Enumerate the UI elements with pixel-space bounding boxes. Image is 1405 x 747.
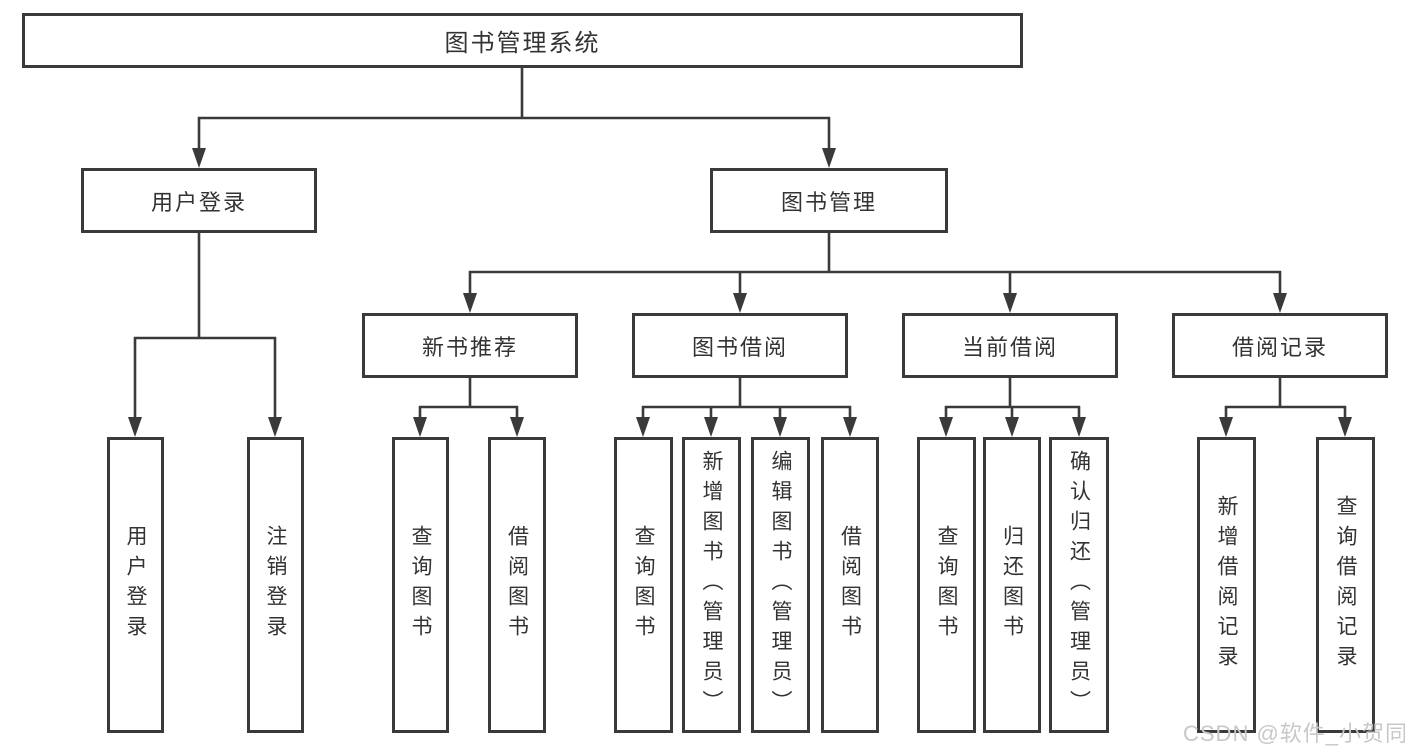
edge-borrow-records-to-leaves bbox=[1219, 378, 1352, 437]
leaf-bb-add-book: 新增图书（管理员） bbox=[682, 437, 741, 733]
arrowhead-icon bbox=[1072, 417, 1086, 437]
arrowhead-icon bbox=[1005, 417, 1019, 437]
leaf-bb-query-book: 查询图书 bbox=[614, 437, 673, 733]
leaf-cb-confirm-return: 确认归还（管理员） bbox=[1049, 437, 1109, 733]
arrowhead-icon bbox=[1273, 293, 1287, 313]
leaf-bb-edit-book: 编辑图书（管理员） bbox=[751, 437, 810, 733]
arrowhead-icon bbox=[939, 417, 953, 437]
arrowhead-icon bbox=[1003, 293, 1017, 313]
node-book-mgmt-label: 图书管理 bbox=[780, 189, 877, 215]
node-new-books-label: 新书推荐 bbox=[421, 334, 518, 360]
leaf-user-login-label: 用户登录 bbox=[124, 525, 147, 645]
leaf-nb-query-book: 查询图书 bbox=[392, 437, 449, 733]
arrowhead-icon bbox=[413, 417, 427, 437]
leaf-bb-borrow-book-label: 借阅图书 bbox=[838, 525, 862, 645]
csdn-watermark: CSDN @软件_小贺同学 bbox=[1183, 721, 1405, 746]
arrowhead-icon bbox=[463, 293, 477, 313]
leaf-cb-query-book-label: 查询图书 bbox=[935, 525, 958, 645]
arrowhead-icon bbox=[822, 148, 836, 168]
edge-book-mgmt-to-level3 bbox=[463, 233, 1287, 313]
node-user-login: 用户登录 bbox=[81, 168, 317, 233]
arrowhead-icon bbox=[192, 148, 206, 168]
node-root: 图书管理系统 bbox=[22, 13, 1023, 68]
arrowhead-icon bbox=[704, 417, 718, 437]
edge-current-borrow-to-leaves bbox=[939, 378, 1086, 437]
leaf-br-query-record-label: 查询借阅记录 bbox=[1334, 495, 1357, 675]
leaf-cb-return-book: 归还图书 bbox=[983, 437, 1041, 733]
arrowhead-icon bbox=[128, 417, 142, 437]
node-user-login-label: 用户登录 bbox=[150, 189, 247, 215]
arrowhead-icon bbox=[773, 417, 787, 437]
leaf-bb-borrow-book: 借阅图书 bbox=[821, 437, 879, 733]
leaf-br-query-record: 查询借阅记录 bbox=[1316, 437, 1375, 733]
leaf-br-add-record-label: 新增借阅记录 bbox=[1215, 495, 1238, 675]
leaf-br-add-record: 新增借阅记录 bbox=[1197, 437, 1256, 733]
edge-book-borrow-to-leaves bbox=[636, 378, 857, 437]
arrowhead-icon bbox=[1338, 417, 1352, 437]
arrowhead-icon bbox=[636, 417, 650, 437]
node-borrow-records-label: 借阅记录 bbox=[1231, 334, 1328, 360]
edge-user-login-to-leaves bbox=[128, 233, 282, 437]
node-book-borrow-label: 图书借阅 bbox=[691, 334, 788, 360]
leaf-user-login: 用户登录 bbox=[107, 437, 164, 733]
leaf-nb-borrow-book: 借阅图书 bbox=[488, 437, 546, 733]
edge-new-books-to-leaves bbox=[413, 378, 524, 437]
leaf-bb-add-book-label: 新增图书（管理员） bbox=[700, 450, 723, 720]
leaf-bb-query-book-label: 查询图书 bbox=[632, 525, 655, 645]
node-current-borrow-label: 当前借阅 bbox=[961, 334, 1058, 360]
edge-root-to-level2 bbox=[192, 68, 836, 168]
arrowhead-icon bbox=[1219, 417, 1233, 437]
leaf-cb-return-book-label: 归还图书 bbox=[1000, 525, 1024, 645]
arrowhead-icon bbox=[510, 417, 524, 437]
leaf-cb-confirm-return-label: 确认归还（管理员） bbox=[1067, 450, 1091, 720]
leaf-nb-borrow-book-label: 借阅图书 bbox=[505, 525, 529, 645]
leaf-logout-label: 注销登录 bbox=[264, 525, 287, 645]
leaf-nb-query-book-label: 查询图书 bbox=[409, 525, 432, 645]
node-current-borrow: 当前借阅 bbox=[902, 313, 1118, 378]
node-root-label: 图书管理系统 bbox=[444, 30, 601, 57]
leaf-bb-edit-book-label: 编辑图书（管理员） bbox=[769, 450, 792, 720]
arrowhead-icon bbox=[268, 417, 282, 437]
node-borrow-records: 借阅记录 bbox=[1172, 313, 1388, 378]
leaf-cb-query-book: 查询图书 bbox=[917, 437, 976, 733]
arrowhead-icon bbox=[843, 417, 857, 437]
node-book-borrow: 图书借阅 bbox=[632, 313, 848, 378]
node-book-mgmt: 图书管理 bbox=[710, 168, 948, 233]
arrowhead-icon bbox=[733, 293, 747, 313]
node-new-books: 新书推荐 bbox=[362, 313, 578, 378]
leaf-logout: 注销登录 bbox=[247, 437, 304, 733]
